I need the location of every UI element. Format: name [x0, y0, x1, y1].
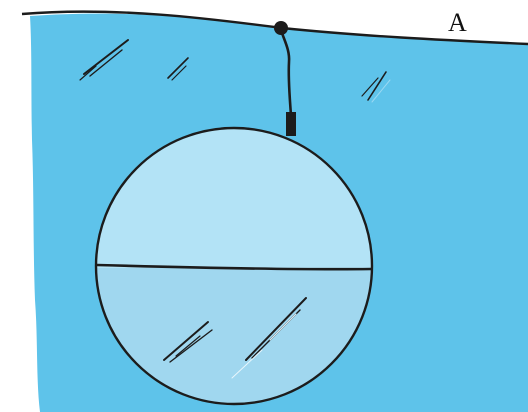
cord-clamp — [286, 112, 296, 136]
panel-label: A — [448, 10, 467, 36]
buoy — [274, 21, 288, 35]
